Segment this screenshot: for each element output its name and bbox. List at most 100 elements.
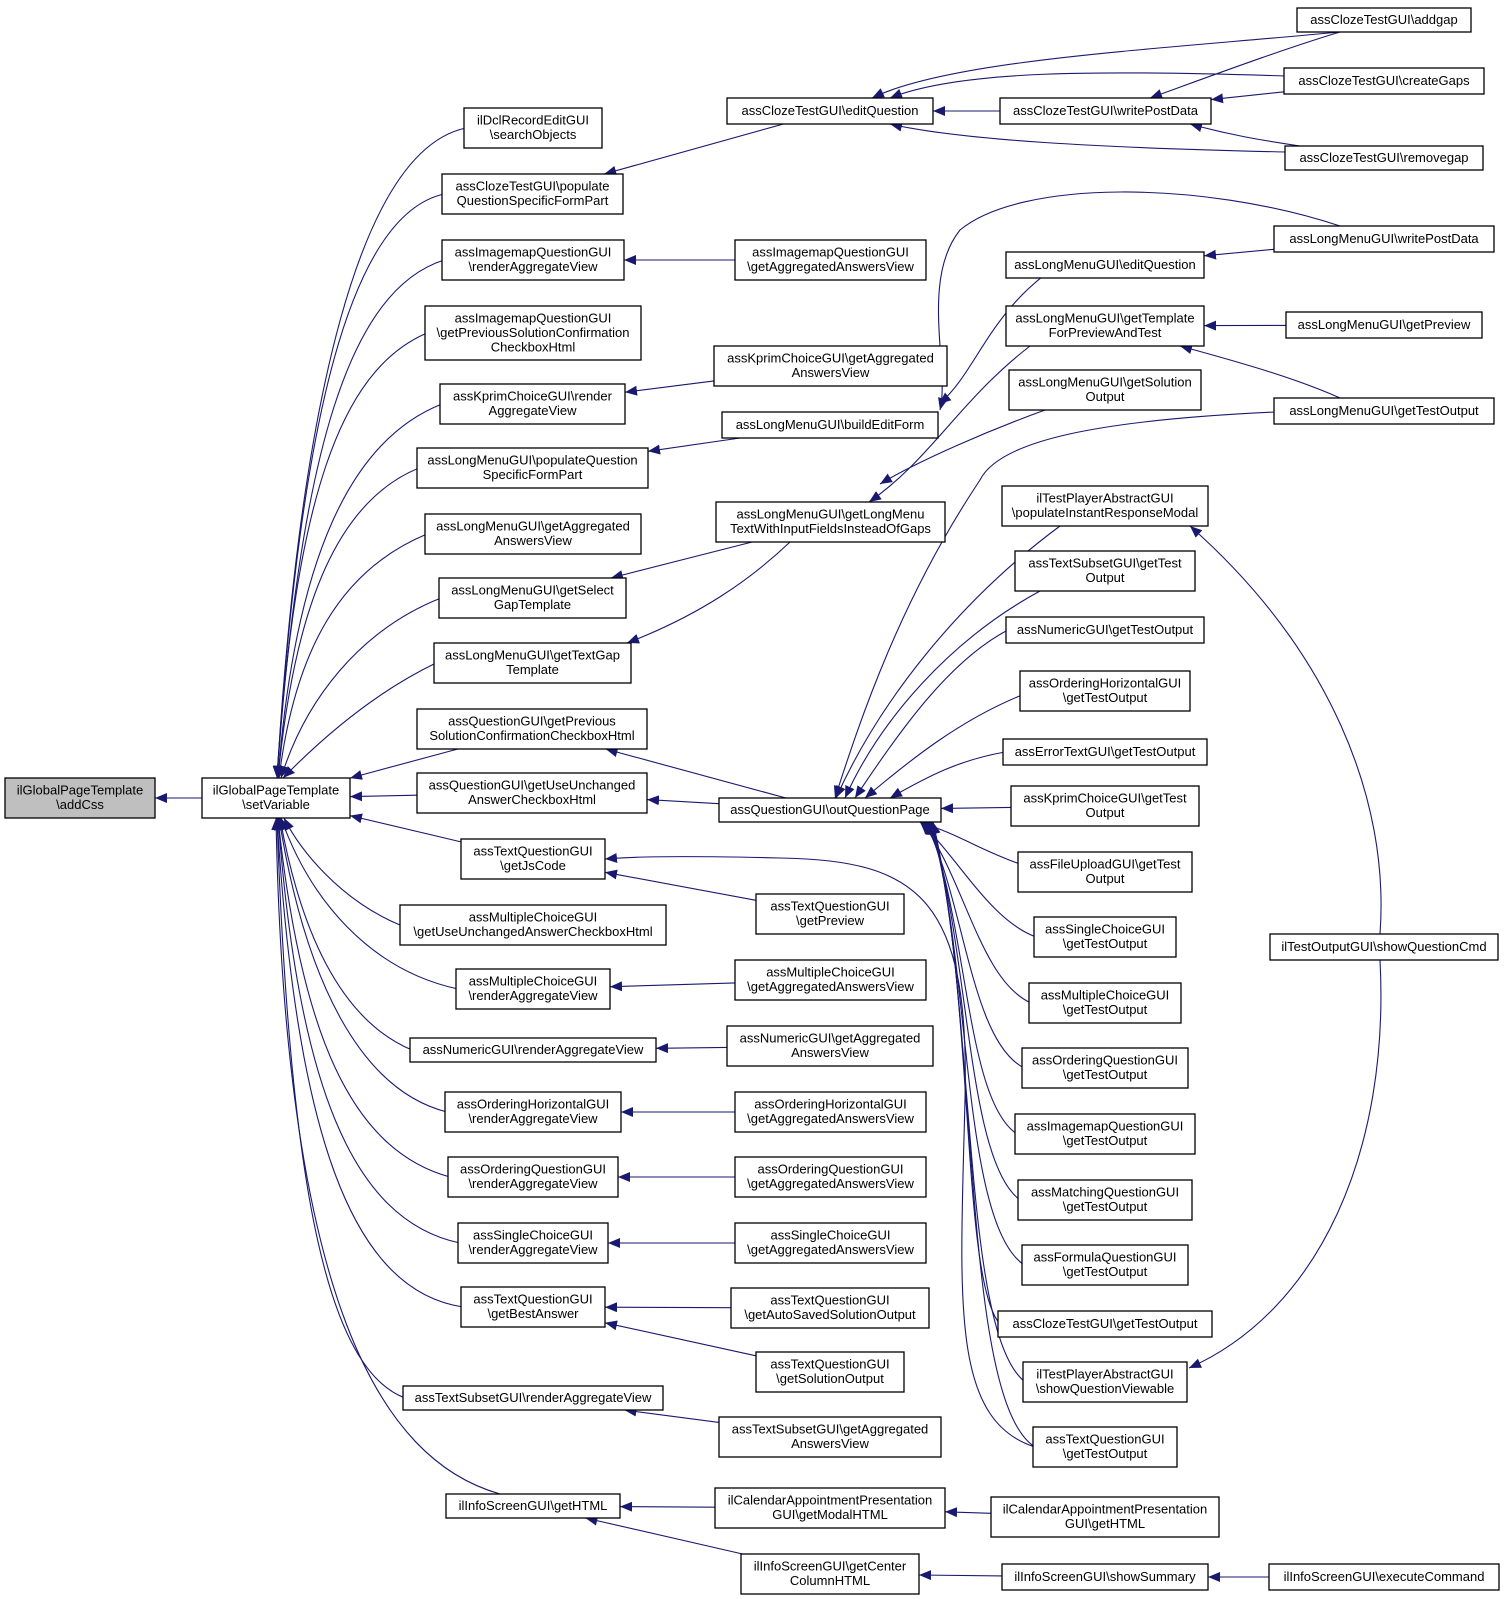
function-node[interactable]: assImagemapQuestionGUI\renderAggregateVi… — [441, 239, 625, 281]
function-node[interactable]: assTextSubsetGUI\getTestOutput — [1014, 550, 1196, 592]
function-node[interactable]: assLongMenuGUI\getPreview — [1285, 311, 1483, 339]
function-node[interactable]: assMatchingQuestionGUI\getTestOutput — [1017, 1179, 1193, 1221]
node-box — [4, 777, 156, 819]
function-node[interactable]: assOrderingHorizontalGUI\getAggregatedAn… — [734, 1091, 927, 1133]
function-node[interactable]: ilTestPlayerAbstractGUI\showQuestionView… — [1022, 1361, 1188, 1403]
function-node[interactable]: assLongMenuGUI\getSolutionOutput — [1008, 369, 1202, 411]
function-node[interactable]: assSingleChoiceGUI\getAggregatedAnswersV… — [734, 1222, 927, 1264]
function-node[interactable]: assNumericGUI\getAggregatedAnswersView — [726, 1025, 934, 1067]
function-node[interactable]: assQuestionGUI\outQuestionPage — [718, 797, 942, 823]
root-function-node[interactable]: ilGlobalPageTemplate\addCss — [4, 777, 156, 819]
node-label: \addCss — [56, 797, 104, 812]
function-node[interactable]: assClozeTestGUI\populateQuestionSpecific… — [441, 173, 624, 215]
node-label: assQuestionGUI\getPrevious — [448, 714, 616, 729]
function-node[interactable]: ilTestPlayerAbstractGUI\populateInstantR… — [1001, 485, 1209, 527]
node-label: ilCalendarAppointmentPresentation — [1003, 1502, 1208, 1517]
function-node[interactable]: assImagemapQuestionGUI\getPreviousSoluti… — [424, 305, 642, 361]
node-label: GUI\getModalHTML — [772, 1507, 888, 1522]
function-node[interactable]: assQuestionGUI\getUseUnchangedAnswerChec… — [416, 772, 648, 814]
function-node[interactable]: assMultipleChoiceGUI\getUseUnchangedAnsw… — [399, 904, 667, 946]
call-edge-n9-to-setVariable — [282, 662, 437, 779]
node-label: ilTestPlayerAbstractGUI — [1036, 491, 1173, 506]
function-node[interactable]: assOrderingQuestionGUI\getTestOutput — [1021, 1047, 1189, 1089]
node-label: assFileUploadGUI\getTest — [1029, 857, 1180, 872]
function-node[interactable]: assOrderingHorizontalGUI\renderAggregate… — [444, 1091, 622, 1133]
function-node[interactable]: assFormulaQuestionGUI\getTestOutput — [1021, 1244, 1189, 1286]
function-node[interactable]: assFileUploadGUI\getTestOutput — [1017, 851, 1193, 893]
function-node[interactable]: assOrderingQuestionGUI\renderAggregateVi… — [447, 1156, 619, 1198]
function-node[interactable]: assNumericGUI\renderAggregateView — [409, 1037, 657, 1063]
function-node[interactable]: assKprimChoiceGUI\getTestOutput — [1010, 785, 1200, 827]
call-edge-n6-to-setVariable — [274, 467, 420, 779]
function-node[interactable]: assLongMenuGUI\writePostData — [1273, 225, 1495, 253]
function-node[interactable]: assTextQuestionGUI\getAutoSavedSolutionO… — [730, 1287, 930, 1329]
function-node[interactable]: assLongMenuGUI\getTemplateForPreviewAndT… — [1005, 305, 1205, 347]
node-label: \getSolutionOutput — [776, 1371, 884, 1386]
function-node[interactable]: assMultipleChoiceGUI\getAggregatedAnswer… — [734, 959, 927, 1001]
function-node[interactable]: ilCalendarAppointmentPresentationGUI\get… — [714, 1487, 946, 1529]
node-label: assKprimChoiceGUI\getTest — [1023, 791, 1187, 806]
function-node[interactable]: assClozeTestGUI\writePostData — [999, 97, 1212, 125]
function-node[interactable]: assClozeTestGUI\editQuestion — [726, 97, 934, 125]
function-node[interactable]: assLongMenuGUI\populateQuestionSpecificF… — [416, 447, 649, 489]
function-node[interactable]: assClozeTestGUI\createGaps — [1283, 67, 1485, 95]
function-node[interactable]: assClozeTestGUI\removegap — [1284, 145, 1484, 171]
function-node[interactable]: ilTestOutputGUI\showQuestionCmd — [1269, 933, 1499, 961]
function-node[interactable]: ilInfoScreenGUI\executeCommand — [1268, 1563, 1500, 1591]
function-node[interactable]: assErrorTextGUI\getTestOutput — [1002, 738, 1208, 766]
function-node[interactable]: assImagemapQuestionGUI\getTestOutput — [1014, 1113, 1196, 1155]
node-label: assLongMenuGUI\getPreview — [1298, 317, 1471, 332]
function-node[interactable]: assSingleChoiceGUI\getTestOutput — [1033, 916, 1177, 958]
node-box — [734, 1091, 927, 1133]
function-node[interactable]: assLongMenuGUI\buildEditForm — [721, 411, 939, 439]
function-node[interactable]: ilCalendarAppointmentPresentationGUI\get… — [990, 1496, 1220, 1538]
function-node[interactable]: assQuestionGUI\getPreviousSolutionConfir… — [416, 708, 648, 750]
function-node[interactable]: assLongMenuGUI\getAggregatedAnswersView — [424, 513, 642, 555]
function-node[interactable]: ilInfoScreenGUI\getHTML — [445, 1493, 621, 1519]
function-node[interactable]: ilInfoScreenGUI\showSummary — [1001, 1563, 1209, 1591]
node-box — [424, 513, 642, 555]
function-node[interactable]: assImagemapQuestionGUI\getAggregatedAnsw… — [734, 239, 927, 281]
node-label: ilTestOutputGUI\showQuestionCmd — [1281, 939, 1486, 954]
function-node[interactable]: assLongMenuGUI\editQuestion — [1005, 251, 1205, 279]
function-node[interactable]: assTextSubsetGUI\getAggregatedAnswersVie… — [718, 1416, 942, 1458]
node-box — [1284, 145, 1484, 171]
function-node[interactable]: assTextQuestionGUI\getPreview — [755, 893, 905, 935]
function-node[interactable]: assLongMenuGUI\getLongMenuTextWithInputF… — [715, 501, 946, 543]
function-node[interactable]: ilGlobalPageTemplate\setVariable — [201, 777, 351, 819]
node-label: ilGlobalPageTemplate — [17, 783, 143, 798]
node-label: assLongMenuGUI\getSolution — [1018, 375, 1191, 390]
node-label: assLongMenuGUI\writePostData — [1289, 231, 1479, 246]
function-node[interactable]: assTextQuestionGUI\getTestOutput — [1032, 1426, 1178, 1468]
function-node[interactable]: assClozeTestGUI\addgap — [1296, 7, 1472, 33]
node-label: \getBestAnswer — [487, 1306, 579, 1321]
node-label: ilInfoScreenGUI\getHTML — [459, 1498, 608, 1513]
call-edge-q4-to-p2 — [1203, 248, 1275, 260]
function-node[interactable]: assTextQuestionGUI\getBestAnswer — [460, 1286, 606, 1328]
function-node[interactable]: assOrderingHorizontalGUI\getTestOutput — [1019, 670, 1191, 712]
function-node[interactable]: assNumericGUI\getTestOutput — [1005, 616, 1205, 644]
function-node[interactable]: assSingleChoiceGUI\renderAggregateView — [457, 1222, 609, 1264]
function-node[interactable]: assOrderingQuestionGUI\getAggregatedAnsw… — [734, 1156, 927, 1198]
function-node[interactable]: assTextSubsetGUI\renderAggregateView — [402, 1385, 664, 1411]
function-node[interactable]: ilDclRecordEditGUI\searchObjects — [463, 107, 603, 149]
function-node[interactable]: assLongMenuGUI\getTestOutput — [1273, 397, 1495, 425]
node-label: \getAggregatedAnswersView — [747, 1176, 914, 1191]
call-edge-n13-to-setVariable — [283, 817, 401, 926]
function-node[interactable]: assTextQuestionGUI\getSolutionOutput — [755, 1351, 905, 1393]
function-node[interactable]: assTextQuestionGUI\getJsCode — [460, 838, 606, 880]
node-label: AnswersView — [792, 365, 870, 380]
call-edge-m17-to-n21 — [585, 1515, 743, 1555]
node-label: assLongMenuGUI\getTestOutput — [1289, 403, 1479, 418]
function-node[interactable]: assMultipleChoiceGUI\getTestOutput — [1028, 982, 1182, 1024]
call-edge-m16-to-n21 — [619, 1501, 716, 1512]
function-node[interactable]: assClozeTestGUI\getTestOutput — [997, 1310, 1213, 1338]
function-node[interactable]: assKprimChoiceGUI\renderAggregateView — [439, 383, 626, 425]
function-node[interactable]: assKprimChoiceGUI\getAggregatedAnswersVi… — [713, 345, 948, 387]
node-box — [1001, 1563, 1209, 1591]
graph-nodes: ilGlobalPageTemplate\addCssilGlobalPageT… — [4, 7, 1500, 1595]
function-node[interactable]: assMultipleChoiceGUI\renderAggregateView — [455, 968, 611, 1010]
